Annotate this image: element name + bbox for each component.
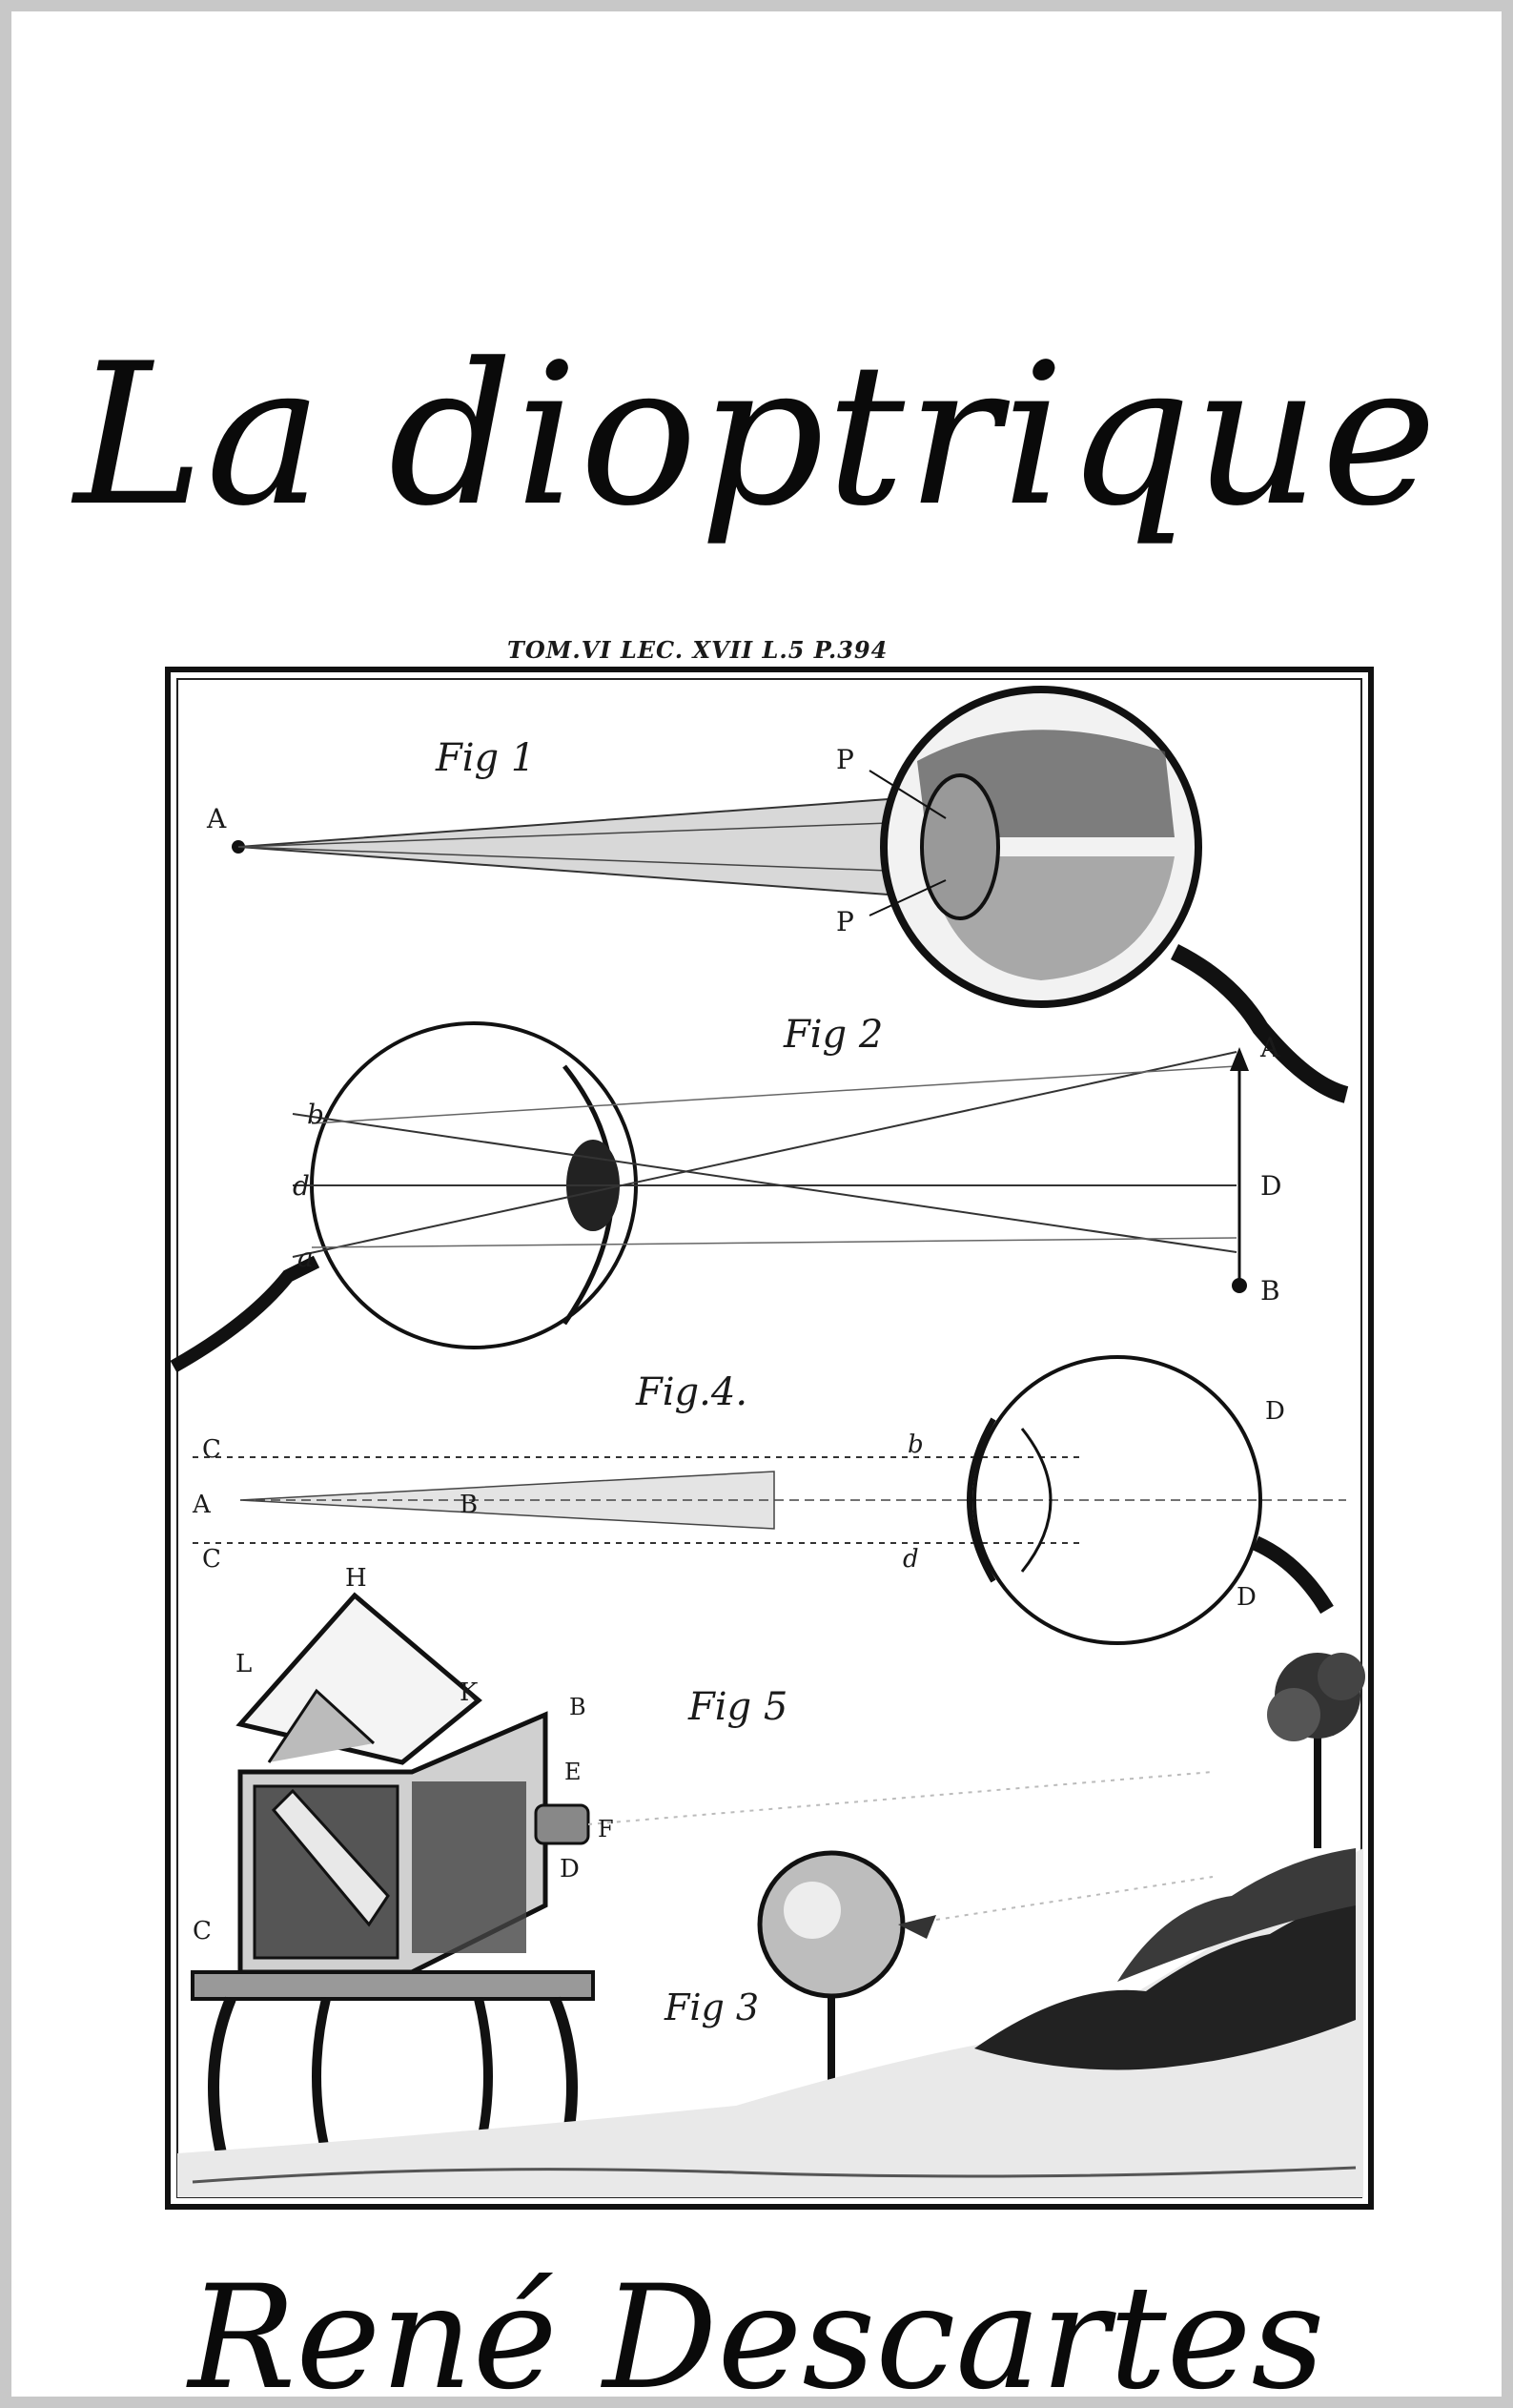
fig2-label-d-small: d [293,1170,310,1202]
plate-frame [165,667,1374,2210]
fig3-label: Fig 3 [664,1986,759,2028]
fig1-optic-nerve [1170,943,1349,1103]
fig5-label: Fig 5 [687,1685,787,1729]
plate-caption: TOM.VI LEC. XVII L.5 P.394 [507,636,889,664]
fig2-optic-nerve [170,1255,320,1373]
fig2-label-a-small: a [297,1242,314,1273]
fig4-eyeball [972,1355,1262,1645]
fig5-lens-tube [534,1803,590,1845]
fig5-label-b: B [569,1694,586,1720]
landscape [177,1653,1365,2197]
fig4-label-c-top: C [202,1435,221,1464]
fig5-label-h: H [345,1564,367,1593]
fig5-label-k: K [460,1678,479,1707]
figure-5: Fig 5 H L K B [191,1564,1214,2155]
fig5-table-top [191,1970,595,2001]
fig2-label-a: A [1259,1032,1280,1063]
fig4-label-a: A [192,1491,212,1519]
figure-2: Fig 2 A D B b d a [170,1013,1281,1373]
fig1-label-a: A [206,803,227,834]
hillside-shrubs [974,1896,1356,2070]
fig5-label-l: L [235,1650,252,1678]
fig2-label: Fig 2 [783,1013,883,1057]
fig4-label-d-top: D [1265,1397,1285,1426]
figure-4: Fig.4. C A B C D D b d [192,1355,1346,1645]
fig5-label-c: C [193,1917,212,1945]
fig4-label: Fig.4. [635,1370,747,1414]
fig5-label-e: E [564,1759,582,1785]
book-title: La dioptrique [73,322,1440,549]
optics-engraving: Fig 1 A P P Fig 2 [165,667,1374,2210]
fig4-label-b-small: b [908,1430,924,1459]
fig4-label-b: B [460,1491,478,1519]
fig4-optic-nerve [1252,1535,1334,1615]
book-author: René Descartes [188,2255,1325,2408]
engraving-plate: Fig 1 A P P Fig 2 [164,666,1375,2211]
fig1-lens [920,773,1000,920]
fig4-label-c-bottom: C [202,1545,221,1574]
figure-1: Fig 1 A P P [206,686,1349,1103]
fig5-label-f: F [598,1816,614,1842]
fig2-label-d: D [1260,1170,1281,1202]
fig4-label-d-bottom: D [1237,1583,1257,1612]
fig5-label-d: D [560,1855,580,1883]
fig1-label-p-top: P [836,744,854,775]
fig4-label-d-small: d [903,1545,919,1574]
fig1-label: Fig 1 [435,736,535,780]
fig2-label-b: B [1260,1275,1280,1307]
fig1-ray-cone [237,797,889,896]
fig1-label-p-bottom: P [836,906,854,937]
fig2-label-b-small: b [307,1099,324,1130]
